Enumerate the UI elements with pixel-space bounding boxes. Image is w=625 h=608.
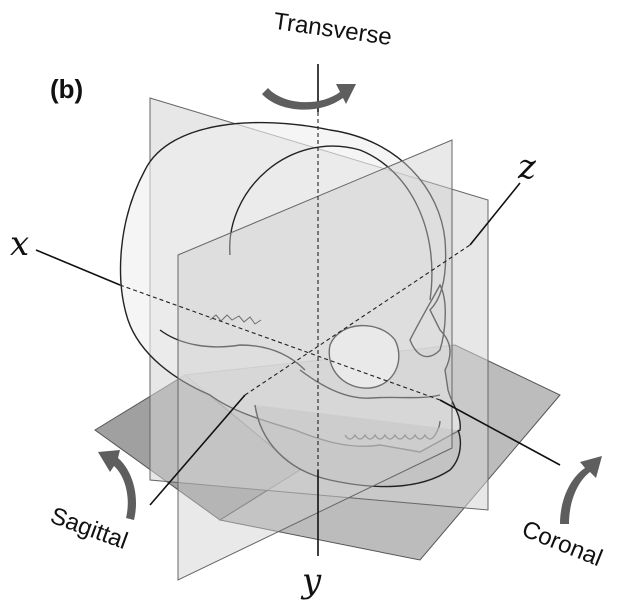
- y-axis-label: y: [300, 561, 322, 601]
- transverse-label: Transverse: [272, 8, 394, 51]
- x-axis-label: x: [10, 224, 29, 264]
- sagittal-rotation-arrow: [98, 450, 136, 520]
- panel-label: (b): [50, 74, 83, 104]
- sagittal-label: Sagittal: [47, 502, 131, 555]
- z-axis-label: z: [517, 147, 537, 187]
- coronal-rotation-arrow: [560, 456, 602, 524]
- x-axis-left: [36, 250, 120, 285]
- transverse-rotation-arrow: [262, 84, 356, 110]
